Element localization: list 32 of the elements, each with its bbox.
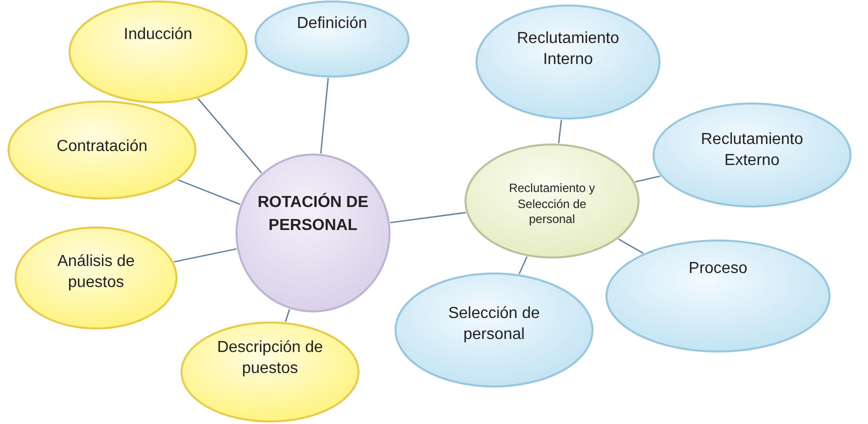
topic-ellipse: [652, 102, 852, 208]
connector-line: [197, 98, 262, 174]
topic-ellipse: [605, 239, 831, 353]
connector-line: [320, 78, 329, 154]
topic-ellipse: [464, 143, 640, 259]
connector-line: [634, 175, 660, 183]
topic-label: Descripción de puestos: [216, 338, 324, 379]
topic-label: Reclutamiento y Selección de personal: [508, 181, 596, 228]
connector-line: [558, 120, 562, 144]
connector-line: [618, 238, 644, 254]
topic-ellipse: [14, 226, 178, 330]
topic-label: Análisis de puestos: [56, 252, 136, 293]
topic-label: Contratación: [56, 137, 148, 157]
topic-ellipse: [254, 0, 410, 78]
connector-line: [390, 212, 466, 224]
central-topic-circle: [235, 153, 391, 313]
connector-line: [174, 248, 237, 262]
topic-ellipse: [394, 272, 594, 388]
topic-label: Selección de personal: [447, 304, 541, 345]
connector-line: [518, 256, 528, 274]
topic-title: ROTACIÓN DE PERSONAL: [256, 192, 370, 236]
topic-label: Reclutamiento Externo: [700, 130, 804, 171]
connector-line: [178, 179, 240, 205]
topic-ellipse: [180, 321, 360, 423]
topic-ellipse: [475, 4, 661, 120]
topic-label: Reclutamiento Interno: [516, 29, 620, 70]
topic-ellipse: [68, 0, 248, 104]
topic-label: Inducción: [122, 25, 194, 45]
topic-label: Proceso: [688, 259, 748, 279]
connector-line: [284, 309, 290, 322]
topic-label: Definición: [296, 14, 368, 34]
topic-ellipse: [7, 100, 197, 200]
